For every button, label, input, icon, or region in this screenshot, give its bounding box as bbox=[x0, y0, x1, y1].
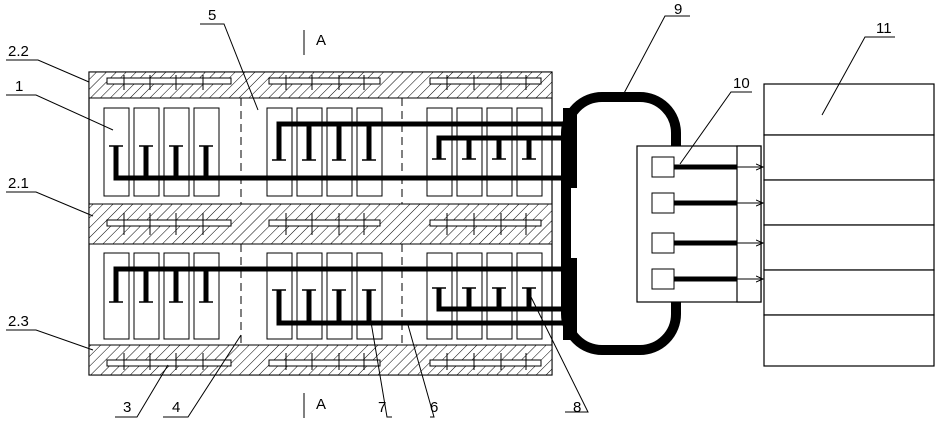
callout-7: 7 bbox=[378, 399, 386, 416]
callout-6: 6 bbox=[430, 399, 438, 416]
cable-end-lower bbox=[563, 258, 577, 340]
callout-11: 11 bbox=[876, 20, 892, 37]
callout-5: 5 bbox=[208, 7, 216, 24]
callout-10: 10 bbox=[733, 75, 750, 92]
callout-4: 4 bbox=[172, 399, 180, 416]
cable-end-upper bbox=[563, 108, 577, 188]
strip-ticks bbox=[123, 75, 527, 370]
section-dividers bbox=[240, 98, 403, 345]
connector-leads bbox=[674, 164, 737, 282]
control-unit-11 bbox=[763, 83, 935, 367]
terminal-marks bbox=[109, 145, 536, 303]
callout-1: 1 bbox=[15, 78, 23, 95]
conductor-bars bbox=[113, 121, 568, 326]
section-label-top: A bbox=[316, 32, 326, 49]
callout-8: 8 bbox=[573, 399, 581, 416]
callout-2-2: 2.2 bbox=[8, 43, 29, 60]
callout-2-3: 2.3 bbox=[8, 313, 29, 330]
top-layer-2-2 bbox=[88, 71, 553, 99]
callout-9: 9 bbox=[674, 1, 682, 18]
callout-2-1: 2.1 bbox=[8, 175, 29, 192]
callout-3: 3 bbox=[123, 399, 131, 416]
signal-arrows bbox=[737, 167, 763, 279]
embedded-strips bbox=[106, 77, 542, 367]
leader-lines bbox=[6, 15, 895, 418]
section-label-bottom: A bbox=[316, 396, 326, 413]
connector-pins bbox=[651, 156, 675, 290]
